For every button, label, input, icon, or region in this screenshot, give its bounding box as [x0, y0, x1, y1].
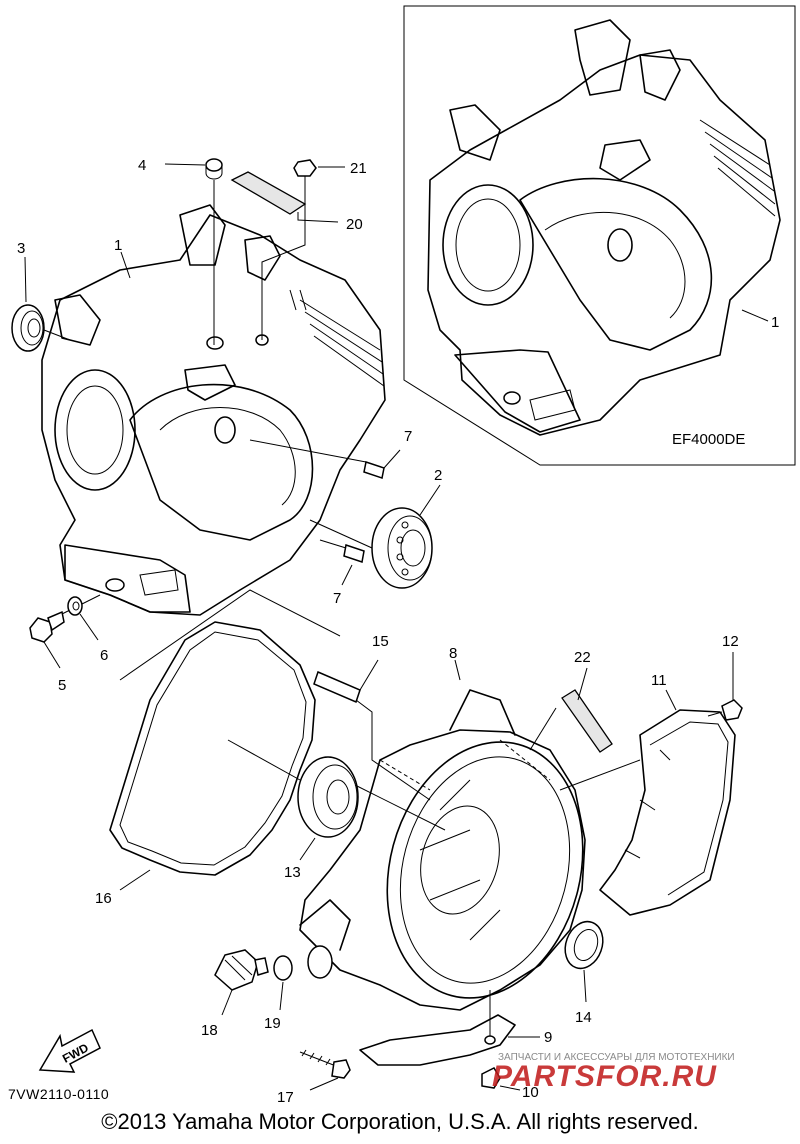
- document-code: 7VW2110-0110: [8, 1086, 110, 1102]
- callout-7-lower: 7: [333, 590, 341, 607]
- dowel-pin-part-7-upper: [249, 439, 401, 479]
- cover-part-11: [559, 689, 736, 916]
- callout-8: 8: [449, 645, 457, 662]
- bearing-part-13: [297, 756, 446, 861]
- dowel-pin-part-15: [313, 659, 431, 801]
- o-ring-part-19: [273, 955, 293, 1011]
- crankcase-cover-part-8: [299, 659, 586, 1040]
- inset-callout-1: 1: [771, 314, 779, 331]
- gasket-part-16: [109, 589, 341, 891]
- dowel-pin-part-7-lower: [319, 539, 365, 586]
- inset-leader-1: [741, 309, 769, 322]
- crankcase-part-1: [41, 204, 386, 616]
- callout-numbers: 4 21 20 1 3 7 2 7 6 5 15 8 22 11 12 13 1…: [17, 157, 739, 1106]
- plate-part-22: [529, 667, 613, 753]
- inset-frame: [403, 5, 796, 466]
- watermark-tagline: ЗАПЧАСТИ И АКСЕССУАРЫ ДЛЯ МОТОТЕХНИКИ: [498, 1052, 735, 1063]
- callout-21: 21: [350, 160, 367, 177]
- callout-16: 16: [95, 890, 112, 907]
- callout-9: 9: [544, 1029, 552, 1046]
- callout-3: 3: [17, 240, 25, 257]
- oil-seal-part-3: [11, 304, 71, 352]
- callout-19: 19: [264, 1015, 281, 1032]
- watermark-logo[interactable]: PARTSFOR.RU: [492, 1060, 717, 1093]
- callout-6: 6: [100, 647, 108, 664]
- callout-14: 14: [575, 1009, 592, 1026]
- plate-part-20: [230, 171, 339, 223]
- callout-1: 1: [114, 237, 122, 254]
- oil-seal-part-14: [564, 920, 604, 1003]
- callout-13: 13: [284, 864, 301, 881]
- callout-20: 20: [346, 216, 363, 233]
- inset-model-label: EF4000DE: [672, 431, 745, 448]
- bushing-part-4: [205, 158, 223, 345]
- callout-7-upper: 7: [404, 428, 412, 445]
- callout-4: 4: [138, 157, 146, 174]
- fwd-arrow: FWD: [38, 1028, 101, 1073]
- bolt-part-17: [299, 1049, 351, 1091]
- bolt-part-21: [261, 159, 345, 340]
- callout-5: 5: [58, 677, 66, 694]
- bearing-part-2: [309, 484, 441, 589]
- bolt-part-10: [481, 1067, 521, 1091]
- callout-2: 2: [434, 467, 442, 484]
- callout-18: 18: [201, 1022, 218, 1039]
- callout-12: 12: [722, 633, 739, 650]
- callout-15: 15: [372, 633, 389, 650]
- callout-11: 11: [651, 672, 667, 689]
- inset-crankcase-drawing: [427, 19, 781, 436]
- plate-part-9: [359, 1014, 540, 1066]
- bolt-part-5: [29, 594, 101, 669]
- callout-17: 17: [277, 1089, 294, 1106]
- callout-10: 10: [522, 1084, 539, 1101]
- drain-plug-part-18: [214, 949, 269, 1016]
- copyright-notice: ©2013 Yamaha Motor Corporation, U.S.A. A…: [101, 1109, 699, 1134]
- bolt-part-12: [707, 652, 743, 721]
- inset-ef4000de: 1 EF4000DE: [403, 5, 796, 466]
- callout-22: 22: [574, 649, 591, 666]
- washer-part-6: [67, 596, 99, 641]
